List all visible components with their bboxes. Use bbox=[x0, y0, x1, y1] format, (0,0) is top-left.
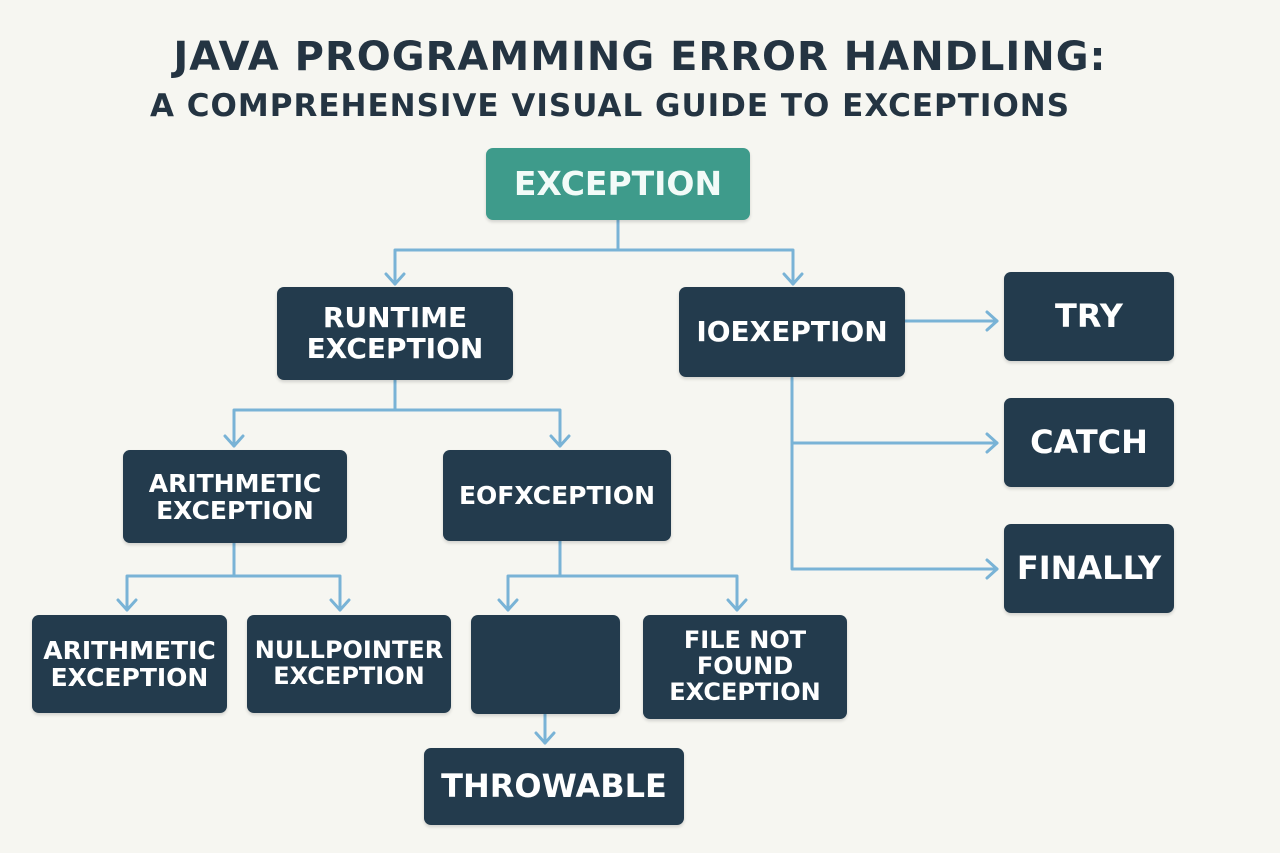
arrow-arithmetic-mid bbox=[223, 434, 245, 448]
throwable-node: THROWABLE bbox=[424, 748, 684, 825]
arithmetic-exception-mid-node: ARITHMETIC EXCEPTION bbox=[123, 450, 347, 543]
nullpointer-exception-node: NULLPOINTER EXCEPTION bbox=[247, 615, 451, 713]
blank-node bbox=[471, 615, 620, 714]
connector-runtime-children bbox=[232, 378, 562, 448]
arrow-nullpointer bbox=[329, 598, 351, 612]
arrow-runtime-exception bbox=[384, 272, 406, 286]
catch-node: CATCH bbox=[1004, 398, 1174, 487]
try-node: TRY bbox=[1004, 272, 1174, 361]
arrow-finally bbox=[985, 558, 999, 580]
arithmetic-exception-leaf-node: ARITHMETIC EXCEPTION bbox=[32, 615, 227, 713]
arrow-catch bbox=[985, 432, 999, 454]
connector-exception-children bbox=[393, 218, 795, 286]
connector-ioexception-catch-finally bbox=[790, 376, 999, 571]
connector-eof-children bbox=[506, 539, 739, 612]
arrow-blank-node bbox=[497, 598, 519, 612]
page-subtitle: A COMPREHENSIVE VISUAL GUIDE TO EXCEPTIO… bbox=[150, 88, 1071, 124]
arrow-throwable bbox=[534, 731, 556, 745]
arrow-eofxception bbox=[549, 434, 571, 448]
finally-node: FINALLY bbox=[1004, 524, 1174, 613]
connector-arithmetic-children bbox=[125, 541, 342, 612]
exception-node: EXCEPTION bbox=[486, 148, 750, 220]
page-title: JAVA PROGRAMMING ERROR HANDLING: bbox=[173, 34, 1107, 80]
arrow-arithmetic-leaf bbox=[116, 598, 138, 612]
arrow-ioexception bbox=[782, 272, 804, 286]
arrow-try bbox=[985, 310, 999, 332]
file-not-found-exception-node: FILE NOT FOUND EXCEPTION bbox=[643, 615, 847, 719]
arrow-file-not-found bbox=[726, 598, 748, 612]
ioexception-node: IOEXEPTION bbox=[679, 287, 905, 377]
runtime-exception-node: RUNTIME EXCEPTION bbox=[277, 287, 513, 380]
eofxception-node: EOFXCEPTION bbox=[443, 450, 671, 541]
